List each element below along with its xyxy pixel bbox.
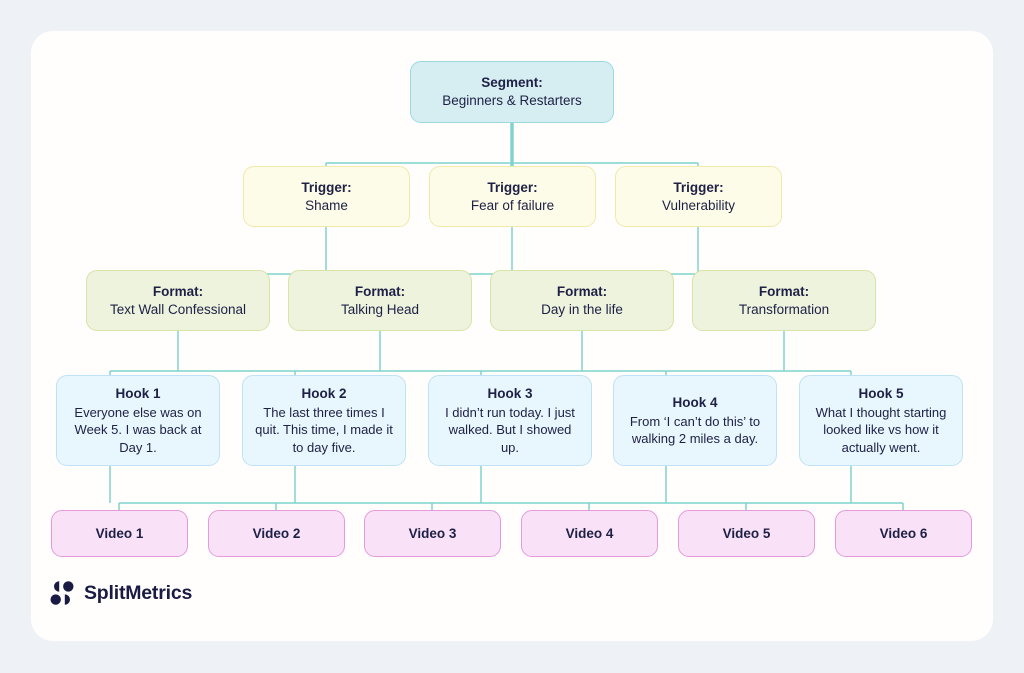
node-title: Trigger: xyxy=(673,179,724,195)
brand-logo: SplitMetrics xyxy=(49,580,192,606)
node-title: Format: xyxy=(354,283,406,299)
node-subtitle: Transformation xyxy=(738,301,830,317)
node-title: Hook 2 xyxy=(301,386,347,402)
node-title: Hook 4 xyxy=(672,394,718,410)
node-hook-2[interactable]: Hook 2 The last three times I quit. This… xyxy=(242,375,406,466)
node-video-6[interactable]: Video 6 xyxy=(835,510,972,557)
node-video-2[interactable]: Video 2 xyxy=(208,510,345,557)
node-trigger-3[interactable]: Trigger: Vulnerability xyxy=(615,166,782,227)
node-subtitle: Everyone else was on Week 5. I was back … xyxy=(74,405,202,455)
node-format-4[interactable]: Format: Transformation xyxy=(692,270,876,331)
node-format-2[interactable]: Format: Talking Head xyxy=(288,270,472,331)
node-format-1[interactable]: Format: Text Wall Confessional xyxy=(86,270,270,331)
node-title: Hook 5 xyxy=(858,386,904,402)
node-subtitle: Vulnerability xyxy=(661,197,736,213)
node-title: Video 3 xyxy=(408,525,457,541)
node-subtitle: What I thought starting looked like vs h… xyxy=(815,405,947,455)
node-title: Format: xyxy=(758,283,810,299)
node-subtitle: Talking Head xyxy=(340,301,420,317)
node-video-3[interactable]: Video 3 xyxy=(364,510,501,557)
node-title: Video 2 xyxy=(252,525,301,541)
node-video-4[interactable]: Video 4 xyxy=(521,510,658,557)
node-title: Trigger: xyxy=(301,179,352,195)
node-title: Format: xyxy=(556,283,608,299)
node-hook-5[interactable]: Hook 5 What I thought starting looked li… xyxy=(799,375,963,466)
node-hook-3[interactable]: Hook 3 I didn’t run today. I just walked… xyxy=(428,375,592,466)
node-title: Hook 3 xyxy=(487,386,533,402)
node-subtitle: Day in the life xyxy=(541,301,623,317)
node-subtitle: From ‘I can’t do this’ to walking 2 mile… xyxy=(629,413,761,446)
node-subtitle: I didn’t run today. I just walked. But I… xyxy=(445,405,575,455)
node-video-5[interactable]: Video 5 xyxy=(678,510,815,557)
node-subtitle: Shame xyxy=(305,197,348,213)
node-title: Trigger: xyxy=(487,179,538,195)
node-video-1[interactable]: Video 1 xyxy=(51,510,188,557)
node-title: Video 1 xyxy=(95,525,144,541)
diagram-card: Segment: Beginners & Restarters Trigger:… xyxy=(31,31,993,641)
node-subtitle: Beginners & Restarters xyxy=(442,93,582,108)
flowchart: Segment: Beginners & Restarters Trigger:… xyxy=(31,31,993,641)
brand-name: SplitMetrics xyxy=(84,581,193,604)
node-trigger-2[interactable]: Trigger: Fear of failure xyxy=(429,166,596,227)
node-title: Video 6 xyxy=(879,525,928,541)
node-subtitle: The last three times I quit. This time, … xyxy=(255,405,393,455)
node-subtitle: Fear of failure xyxy=(470,197,555,213)
node-trigger-1[interactable]: Trigger: Shame xyxy=(243,166,410,227)
node-hook-4[interactable]: Hook 4 From ‘I can’t do this’ to walking… xyxy=(613,375,777,466)
node-format-3[interactable]: Format: Day in the life xyxy=(490,270,674,331)
node-hook-1[interactable]: Hook 1 Everyone else was on Week 5. I wa… xyxy=(56,375,220,466)
node-title: Format: xyxy=(152,283,204,299)
node-title: Video 5 xyxy=(722,525,771,541)
splitmetrics-logo-icon xyxy=(50,581,74,605)
node-segment[interactable]: Segment: Beginners & Restarters xyxy=(410,61,614,123)
node-title: Video 4 xyxy=(565,525,614,541)
node-subtitle: Text Wall Confessional xyxy=(109,301,247,317)
node-title: Hook 1 xyxy=(115,386,161,402)
node-title: Segment: xyxy=(481,75,543,91)
